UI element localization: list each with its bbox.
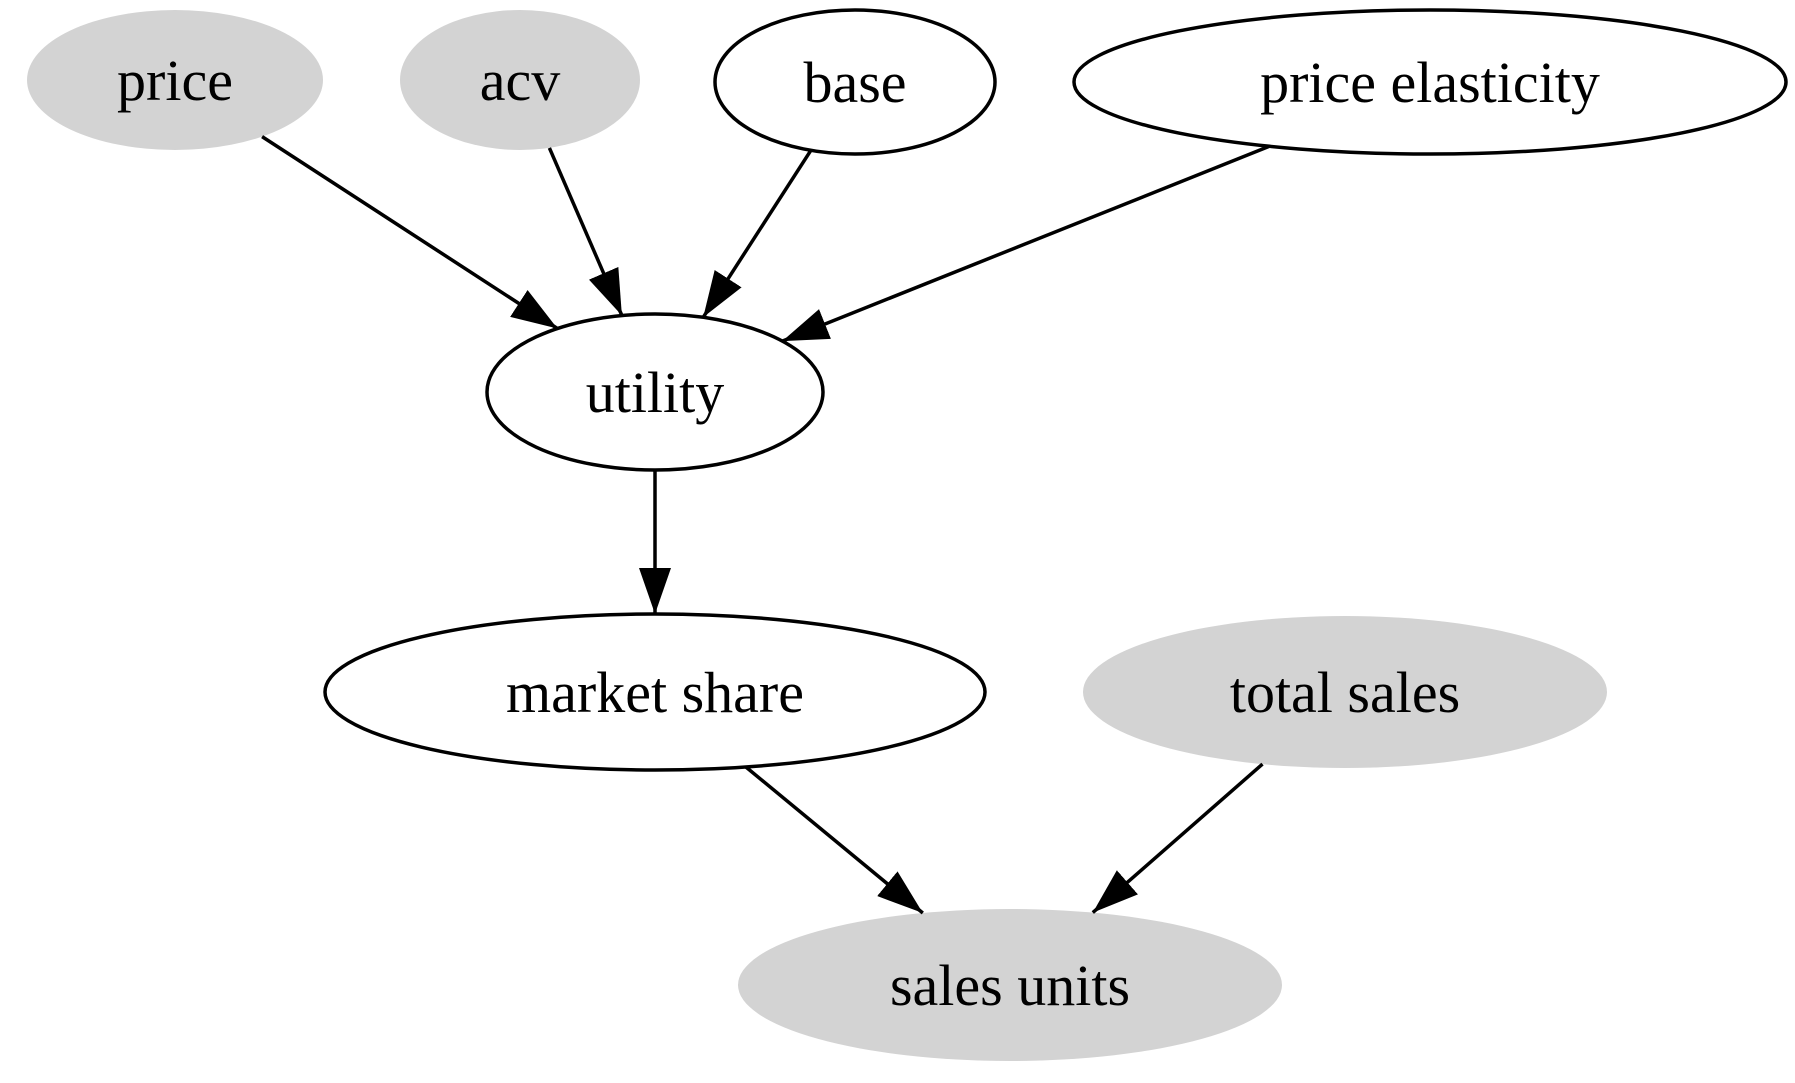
node-sales-units: sales units <box>738 909 1282 1061</box>
edge-acv-to-utility <box>547 147 624 317</box>
node-acv-shape <box>400 10 640 150</box>
node-base: base <box>713 8 997 156</box>
node-sales-units-shape <box>738 909 1282 1061</box>
node-price-elasticity-label: price elasticity <box>1260 50 1600 115</box>
node-base-shape <box>713 8 997 156</box>
node-sales-units-label: sales units <box>890 953 1130 1018</box>
node-base-label: base <box>803 50 906 115</box>
node-price-label: price <box>117 48 233 113</box>
edge-price-to-utility <box>261 135 559 330</box>
node-acv: acv <box>400 10 640 150</box>
node-utility-label: utility <box>586 360 725 425</box>
edge-total-sales-to-sales-units <box>1091 762 1264 914</box>
node-utility: utility <box>485 312 825 472</box>
node-market-share-label: market share <box>506 660 804 725</box>
node-total-sales-label: total sales <box>1230 660 1460 725</box>
node-total-sales-shape <box>1083 616 1607 768</box>
edge-base-to-utility <box>701 149 813 319</box>
node-acv-label: acv <box>480 48 561 113</box>
node-total-sales: total sales <box>1083 616 1607 768</box>
node-market-share: market share <box>323 612 987 772</box>
node-price-elasticity: price elasticity <box>1072 8 1788 156</box>
node-price-elasticity-shape <box>1072 8 1788 156</box>
node-price-shape <box>27 10 323 150</box>
node-price: price <box>27 10 323 150</box>
edge-market-share-to-sales-units <box>744 765 924 915</box>
edges-layer <box>261 135 1271 915</box>
nodes-layer: price acv base price elasticity utility marke… <box>27 8 1788 1061</box>
edge-price-elasticity-to-utility <box>781 144 1271 343</box>
